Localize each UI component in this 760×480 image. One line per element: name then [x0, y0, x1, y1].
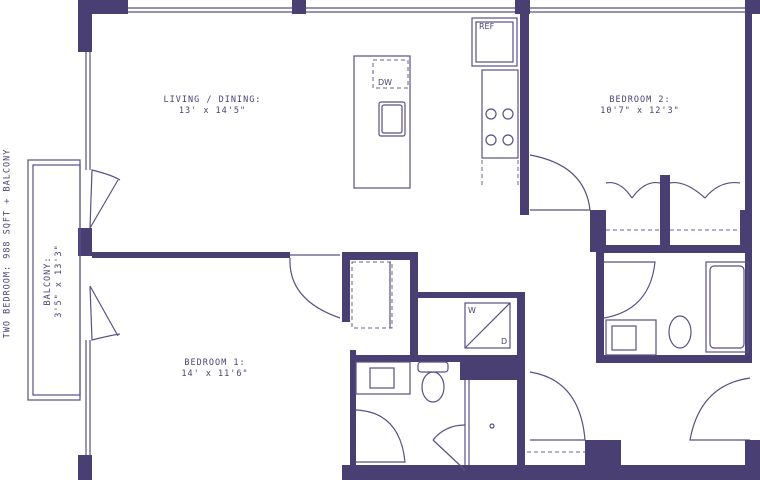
wall: [745, 0, 752, 252]
dishwasher-label: DW: [378, 78, 393, 87]
kitchen-island: [353, 55, 411, 189]
room-label-balcony: BALCONY: 3'5" x 13'3": [43, 221, 65, 341]
room-name: BALCONY:: [43, 256, 53, 306]
wall: [78, 228, 92, 256]
room-name: BEDROOM 1:: [184, 358, 246, 368]
washer-label: W: [468, 306, 476, 315]
room-label-bedroom-1: BEDROOM 1: 14' x 11'6": [160, 358, 270, 380]
room-size: 3'5" x 13'3": [54, 244, 64, 318]
unit-title: TWO BEDROOM: 988 SQFT + BALCONY: [2, 148, 13, 339]
room-label-living: LIVING / DINING: 13' x 14'5": [150, 95, 275, 117]
dryer-label: D: [501, 337, 508, 346]
room-label-bedroom-2: BEDROOM 2: 10'7" x 12'3": [585, 95, 695, 117]
wall: [292, 0, 306, 14]
room-size: 14' x 11'6": [181, 369, 249, 379]
wall: [78, 0, 92, 52]
room-name: BEDROOM 2:: [609, 95, 671, 105]
room-size: 10'7" x 12'3": [600, 106, 680, 116]
wall: [520, 0, 529, 215]
room-name: LIVING / DINING:: [163, 95, 262, 105]
wall: [92, 252, 290, 258]
wall: [78, 455, 92, 480]
ref-label: REF: [479, 22, 495, 31]
room-size: 13' x 14'5": [178, 106, 247, 116]
